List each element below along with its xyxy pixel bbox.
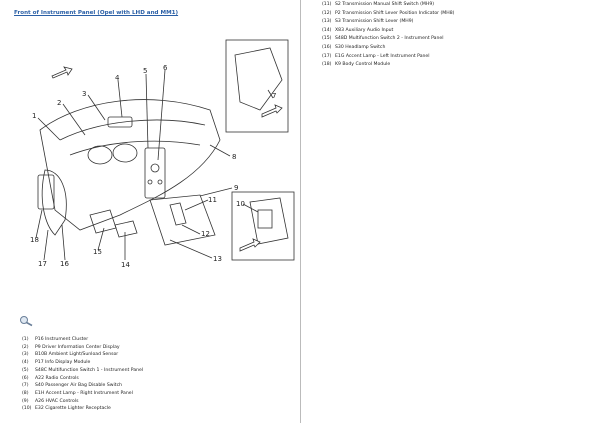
diagram-callouts: 1 2 3 4 5 6 7 8 9 10 11 12 13 14 15 16 1… [30, 64, 276, 269]
magnifier-icon[interactable] [18, 315, 34, 327]
legend-row: (16)S30 Headlamp Switch [322, 44, 386, 50]
legend-row: (9)A26 HVAC Controls [22, 398, 79, 404]
instrument-panel-diagram: 1 2 3 4 5 6 7 8 9 10 11 12 13 14 15 16 1… [30, 39, 295, 269]
legend-row: (11)S2 Transmission Manual Shift Switch … [322, 2, 435, 7]
callout-18: 18 [30, 236, 39, 244]
callout-5: 5 [143, 67, 147, 75]
callout-11: 11 [208, 196, 217, 204]
legend-row: (13)S3 Transmission Shift Lever (MH9) [322, 19, 414, 25]
callout-8: 8 [232, 153, 236, 161]
callout-17: 17 [38, 260, 47, 268]
legend-right: (11)S2 Transmission Manual Shift Switch … [322, 1, 454, 70]
legend-row: (18)K9 Body Control Module [322, 62, 391, 68]
legend-row: (14)X83 Auxiliary Audio Input [322, 27, 394, 33]
column-divider [300, 0, 301, 423]
legend-row: (8)E1H Accent Lamp - Right Instrument Pa… [22, 390, 133, 396]
callout-9: 9 [234, 184, 238, 192]
callout-13: 13 [213, 255, 222, 263]
legend-row: (3)B10B Ambient Light/Sunload Sensor [22, 352, 119, 358]
legend-row: (12)P2 Transmission Shift Lever Position… [322, 10, 455, 16]
callout-14: 14 [121, 261, 130, 269]
page-title[interactable]: Front of Instrument Panel (Opel with LHD… [14, 10, 179, 16]
legend-row: (1)P16 Instrument Cluster [22, 337, 89, 342]
legend-row: (10)E32 Cigarette Lighter Receptacle [22, 406, 111, 412]
legend-row: (17)E1G Accent Lamp - Left Instrument Pa… [322, 53, 430, 59]
legend-row: (7)S40 Passenger Air Bag Disable Switch [22, 383, 123, 389]
callout-4: 4 [115, 74, 120, 82]
callout-15: 15 [93, 248, 102, 256]
callout-6: 6 [163, 64, 168, 72]
callout-10: 10 [236, 200, 245, 208]
callout-3: 3 [82, 90, 86, 98]
callout-12: 12 [201, 230, 210, 238]
legend-row: (2)P9 Driver Information Center Display [22, 344, 120, 350]
diagram-linework [35, 39, 295, 261]
callout-7: 7 [272, 92, 276, 100]
legend-row: (5)S48C Multifunction Switch 1 - Instrum… [22, 367, 144, 373]
callout-1: 1 [32, 112, 36, 120]
legend-row: (4)P17 Info Display Module [22, 360, 91, 366]
callout-16: 16 [60, 260, 69, 268]
callout-2: 2 [57, 99, 61, 107]
legend-left: (1)P16 Instrument Cluster (2)P9 Driver I… [22, 336, 143, 413]
legend-row: (6)A22 Radio Controls [22, 375, 79, 381]
legend-row: (15)S48D Multifunction Switch 2 - Instru… [322, 36, 444, 42]
